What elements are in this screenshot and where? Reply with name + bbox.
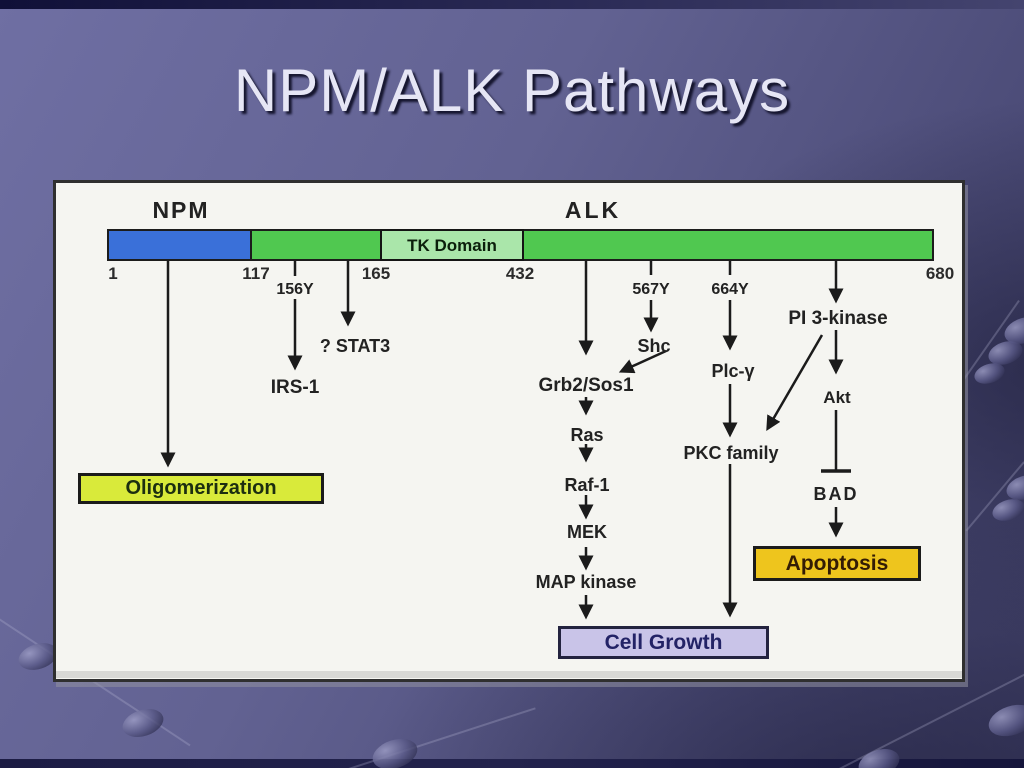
cell-growth-box: Cell Growth [558,626,769,659]
scale-number-117: 117 [242,264,270,283]
apoptosis-box-label: Apoptosis [785,551,889,575]
bubble-decoration [984,699,1024,742]
shc-node: Shc [637,336,671,356]
residue-664y-label: 664Y [711,281,749,298]
map-kinase-node: MAP kinase [535,572,637,592]
pi3-kinase-node: PI 3-kinase [788,308,888,329]
tk-domain-bar [380,229,524,261]
bubble-decoration [119,704,167,742]
raf1-node: Raf-1 [564,475,610,495]
residue-567y-label: 567Y [632,281,670,298]
diagram-panel: NPM ALK TK Domain 1 117 165 432 680 156Y… [53,180,965,682]
oligomerization-box: Oligomerization [78,473,324,504]
mek-node: MEK [567,522,607,542]
scan-artifact-band [56,671,962,678]
pkc-family-node: PKC family [683,443,779,463]
bad-node: BAD [813,484,859,504]
scale-number-1: 1 [108,264,118,283]
npm-domain-bar [107,229,252,261]
pathway-diagram: NPM ALK TK Domain 1 117 165 432 680 156Y… [56,183,962,679]
bubble-decoration [989,495,1024,525]
bottom-edge-strip [0,759,1024,768]
apoptosis-box: Apoptosis [753,546,921,581]
slide-title: NPM/ALK Pathways [233,57,791,124]
npm-label: NPM [152,197,210,223]
tk-domain-label: TK Domain [407,236,497,255]
alk-domain-bar [250,229,934,261]
pathway-lines [160,260,851,620]
grb2-sos1-node: Grb2/Sos1 [538,375,634,396]
irs1-node: IRS-1 [270,377,320,398]
scale-number-680: 680 [925,264,955,283]
cell-growth-box-label: Cell Growth [604,630,723,654]
residue-156y-label: 156Y [276,281,314,298]
stat3-node: ? STAT3 [319,336,391,356]
akt-node: Akt [823,388,851,407]
alk-label: ALK [564,197,622,223]
top-edge-strip [0,0,1024,9]
pathway-arrows-graphic [107,229,934,620]
oligomerization-box-label: Oligomerization [125,477,277,499]
plc-gamma-node: Plc-γ [711,361,755,381]
scale-number-165: 165 [361,264,391,283]
scale-number-432: 432 [505,264,535,283]
ras-node: Ras [570,425,604,445]
